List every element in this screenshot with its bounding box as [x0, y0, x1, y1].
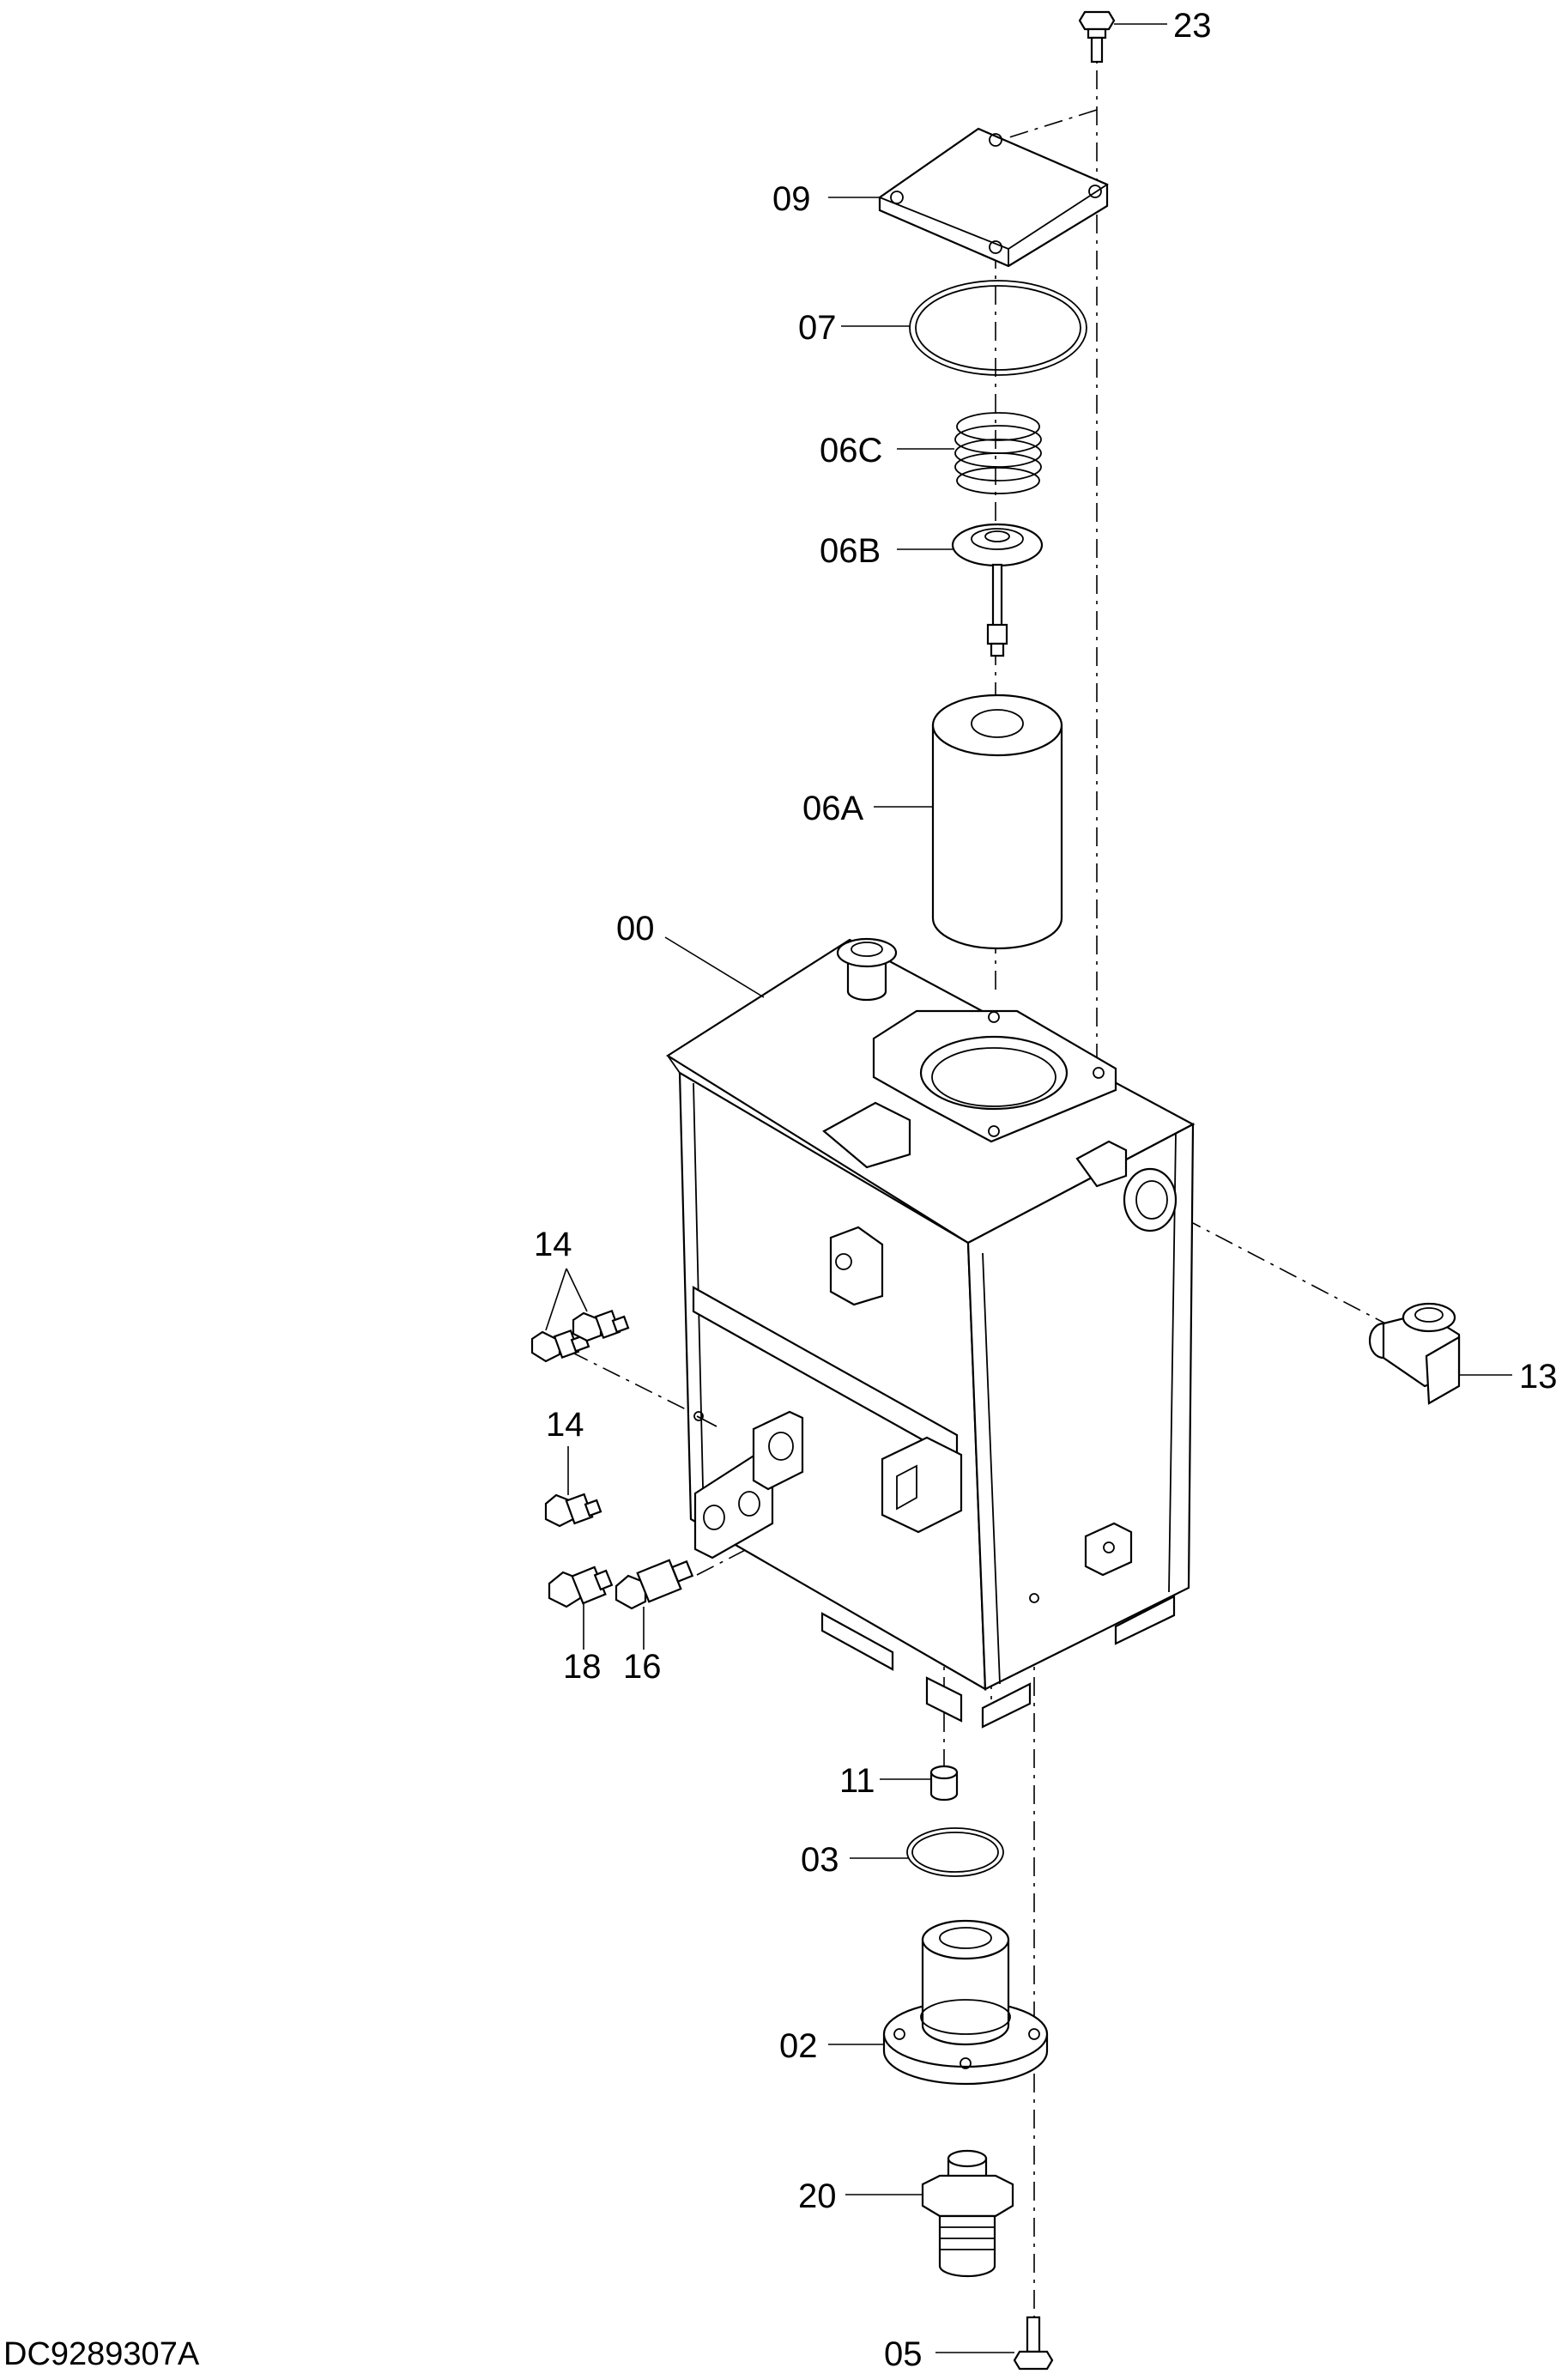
label-13: 13 [1519, 1358, 1558, 1396]
label-00: 00 [616, 910, 655, 948]
label-06C: 06C [820, 432, 882, 469]
label-11: 11 [839, 1762, 875, 1800]
part-09-cover-plate [878, 127, 1109, 268]
part-07-o-ring [909, 280, 1087, 376]
label-05: 05 [884, 2335, 923, 2373]
part-06B-valve [951, 523, 1044, 657]
part-23-bolt [1078, 10, 1116, 64]
part-14-lower-fitting [544, 1493, 602, 1528]
part-13-elbow-fitting [1368, 1302, 1461, 1405]
label-03: 03 [801, 1841, 839, 1879]
part-16-fitting [615, 1559, 694, 1610]
drawing-code: DC9289307A [3, 2336, 200, 2372]
label-16: 16 [623, 1648, 662, 1686]
part-20-fitting [921, 2149, 1014, 2278]
part-14-upper-fittings [530, 1309, 630, 1363]
part-06A-filter-element [931, 693, 1063, 950]
part-02-strainer-housing [882, 1919, 1049, 2086]
leader-lines [545, 23, 1512, 2353]
label-20: 20 [798, 2177, 837, 2215]
label-14-upper: 14 [534, 1226, 572, 1263]
part-18-fitting [548, 1565, 614, 1608]
part-03-o-ring [906, 1827, 1004, 1877]
label-09: 09 [772, 180, 811, 218]
part-06C-spring [954, 412, 1042, 494]
label-06B: 06B [820, 532, 881, 570]
part-11-plug [929, 1765, 959, 1802]
label-06A: 06A [802, 790, 863, 827]
label-02: 02 [779, 2027, 818, 2065]
label-23: 23 [1173, 7, 1212, 45]
label-07: 07 [798, 309, 837, 347]
label-14-lower: 14 [546, 1406, 584, 1444]
part-00-tank [665, 937, 1196, 1729]
part-05-bolt [1013, 2316, 1054, 2371]
label-18: 18 [563, 1648, 602, 1686]
part-labels: 23 09 07 06C 06B 06A 00 14 14 13 18 16 1… [534, 7, 1558, 2373]
